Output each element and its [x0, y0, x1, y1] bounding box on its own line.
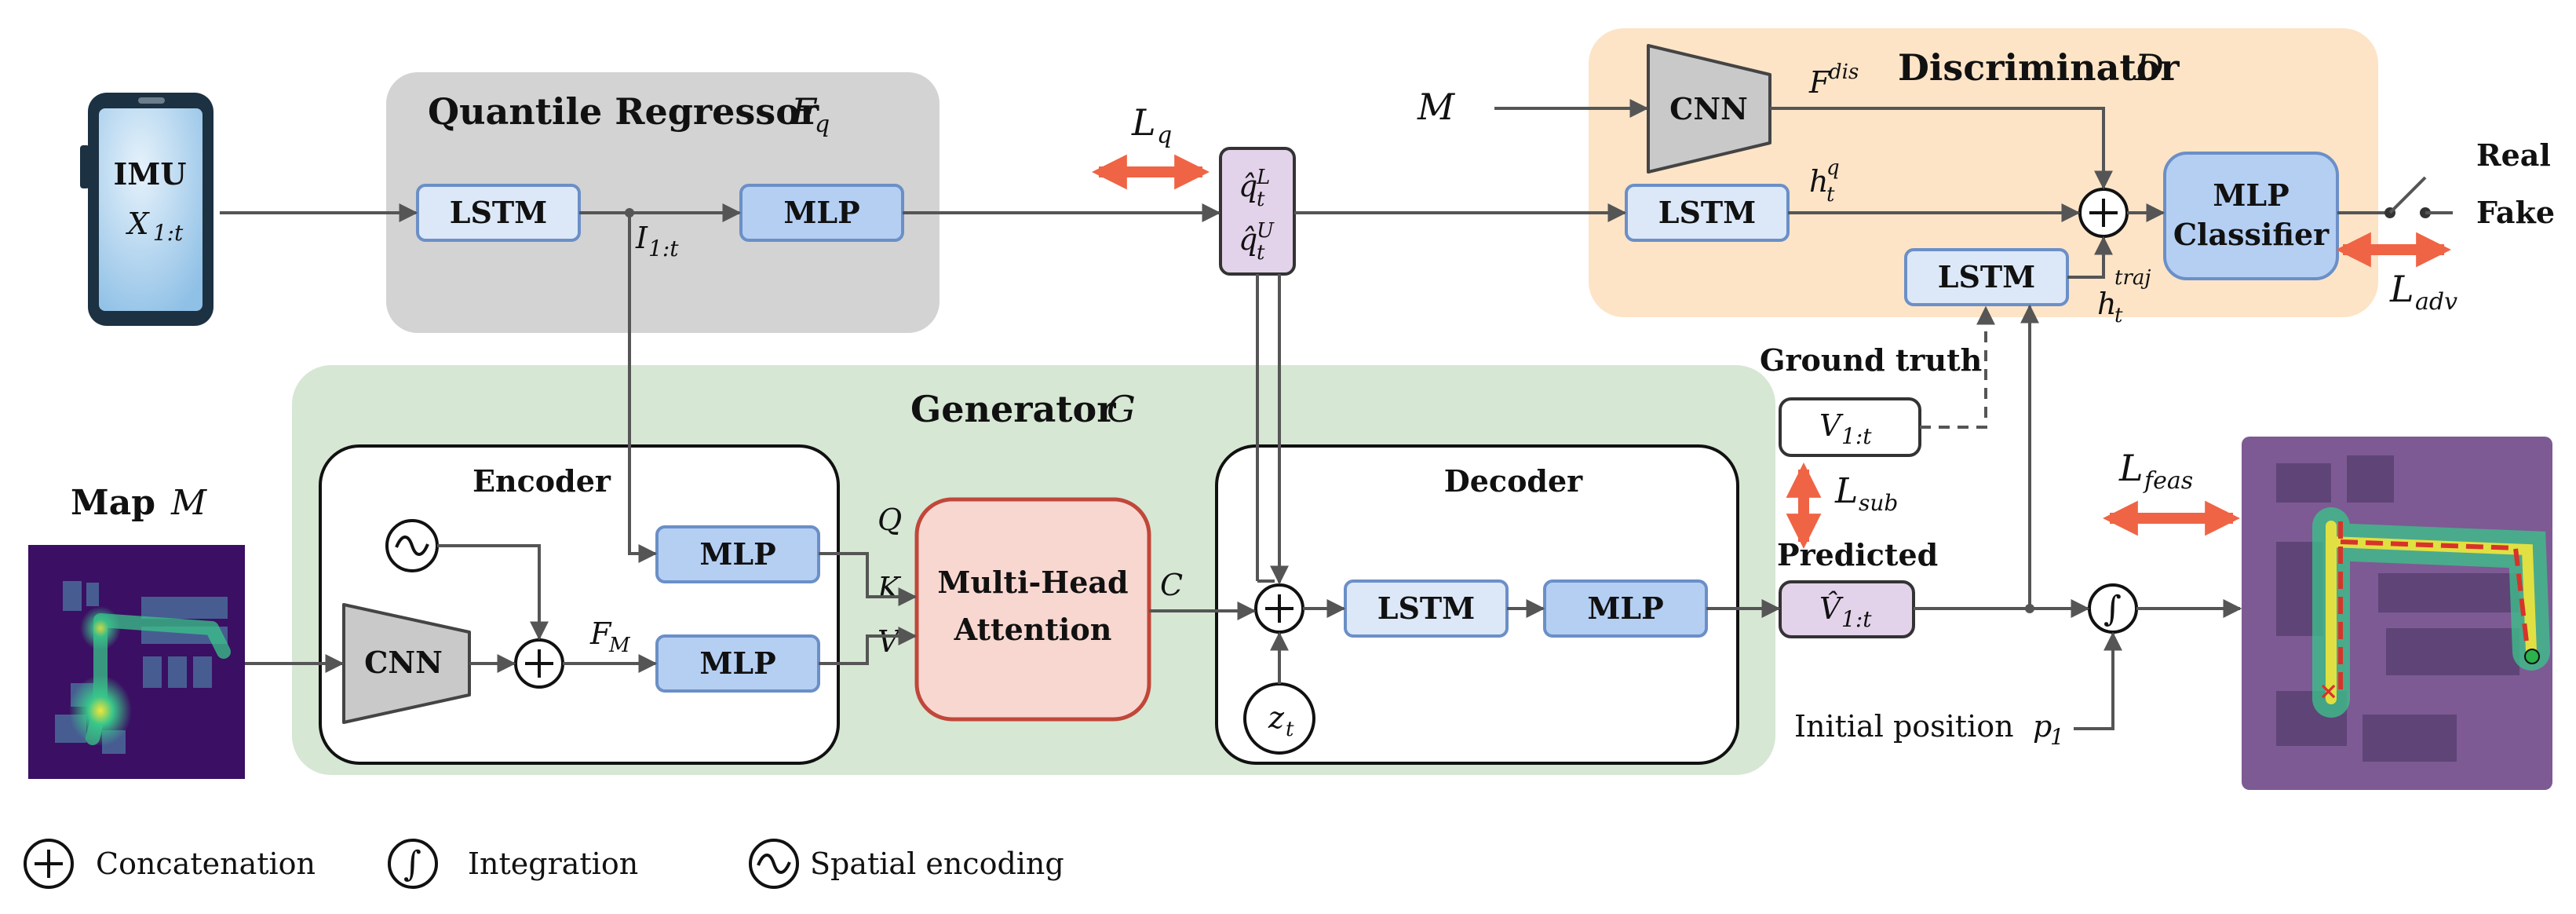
regressor-title: Quantile Regressor — [428, 90, 819, 133]
concat-icon — [24, 839, 74, 889]
encoder-cnn-label: CNN — [364, 645, 443, 680]
loss-adv-sub: adv — [2415, 288, 2457, 316]
key-symbol: K — [877, 571, 902, 605]
discriminator-symbol: D — [2134, 46, 2164, 89]
legend-wave-icon — [749, 839, 799, 889]
encoder-concat-icon — [514, 638, 564, 689]
predicted-sub: 1:t — [1841, 606, 1872, 632]
integration-icon: ∫ — [2088, 583, 2138, 634]
integral-icon: ∫ — [388, 839, 438, 889]
mlp-classifier-line2: Classifier — [2173, 217, 2330, 252]
disc-map-symbol: M — [1417, 86, 1456, 128]
context-symbol: C — [1160, 568, 1183, 602]
hq-sup: q — [1826, 156, 1840, 180]
decoder-title: Decoder — [1444, 463, 1583, 499]
svg-text:×: × — [2319, 678, 2338, 705]
loss-feas-symbol: L — [2118, 447, 2144, 489]
encoder-cnn-shape — [342, 603, 471, 724]
query-symbol: Q — [878, 503, 902, 537]
quantile-low-sup: L — [1256, 166, 1270, 189]
loss-sub-symbol: L — [1834, 471, 1858, 511]
attention-line1: Multi-Head — [937, 565, 1128, 600]
map-image — [28, 545, 245, 779]
disc-cnn-shape — [1647, 44, 1771, 174]
quantile-up: q̂ — [1239, 222, 1257, 257]
attention-box — [914, 497, 1151, 722]
quantile-low-sub: t — [1257, 188, 1265, 211]
ground-truth-label: Ground truth — [1760, 342, 1982, 378]
encoder-mlp-bottom-label: MLP — [699, 645, 775, 681]
fdis-symbol: F — [1808, 65, 1831, 100]
value-symbol: V — [878, 624, 902, 659]
noise-sub: t — [1286, 718, 1294, 741]
feature-index: 1:t — [648, 236, 679, 261]
encoder-mlp-top-label: MLP — [699, 536, 775, 572]
encoder-title: Encoder — [473, 463, 611, 499]
branch-dot-regressor — [625, 208, 634, 218]
imu-title: IMU — [114, 156, 187, 192]
regressor-panel — [386, 72, 940, 333]
initial-position-var: p — [2033, 709, 2052, 744]
noise-symbol: z — [1268, 700, 1285, 735]
connectors — [220, 99, 2242, 730]
disc-lstm-traj-label: LSTM — [1938, 259, 2036, 294]
htraj-symbol: h — [2097, 287, 2116, 321]
loss-sub-sub: sub — [1859, 490, 1898, 516]
map-symbol: M — [170, 483, 207, 523]
decoder-concat-icon — [1254, 583, 1304, 634]
output-map-image: × — [2242, 437, 2552, 790]
disc-cnn-label: CNN — [1669, 91, 1748, 126]
loss-q-symbol: L — [1131, 101, 1156, 144]
imu-symbol: X — [125, 207, 150, 241]
decoder-lstm-label: LSTM — [1377, 590, 1476, 626]
real-label: Real — [2476, 137, 2551, 173]
attention-line2: Attention — [954, 612, 1112, 647]
legend-spatial-label: Spatial encoding — [810, 846, 1064, 881]
loss-adv-symbol: L — [2389, 268, 2414, 310]
initial-position-label: Initial position — [1794, 709, 2014, 744]
svg-text:∫: ∫ — [2103, 589, 2122, 629]
ground-truth-var: V — [1819, 408, 1844, 443]
htraj-sup: traj — [2114, 266, 2151, 290]
quantile-up-sub: t — [1257, 241, 1265, 265]
quantile-up-sup: U — [1257, 219, 1275, 243]
wave-icon — [385, 519, 439, 572]
phone-icon — [80, 93, 213, 326]
svg-text:∫: ∫ — [403, 844, 421, 884]
hq-symbol: h — [1809, 164, 1828, 199]
loss-q-sub: q — [1157, 122, 1172, 149]
switch-icon — [2337, 176, 2453, 218]
feature-symbol: I — [635, 221, 648, 255]
htraj-sub: t — [2114, 304, 2123, 327]
legend-integration-label: Integration — [468, 846, 638, 881]
fm-sub: M — [608, 634, 631, 657]
regressor-lstm-label: LSTM — [450, 195, 548, 230]
mlp-classifier-line1: MLP — [2213, 177, 2289, 213]
fm-symbol: F — [589, 616, 612, 651]
regressor-symbol-sub: q — [815, 111, 830, 138]
generator-title: Generator — [910, 388, 1116, 430]
generator-symbol: G — [1107, 388, 1136, 430]
predicted-var: V̂ — [1819, 591, 1844, 626]
regressor-mlp-label: MLP — [783, 195, 859, 230]
fdis-sup: dis — [1829, 60, 1859, 84]
mlp-classifier-box — [2163, 152, 2339, 280]
hq-sub: t — [1826, 183, 1835, 207]
decoder-mlp-label: MLP — [1587, 590, 1663, 626]
initial-position-sub: 1 — [2050, 724, 2064, 750]
legend-concat-label: Concatenation — [96, 846, 316, 881]
disc-lstm-q-label: LSTM — [1658, 195, 1757, 230]
quantile-low: q̂ — [1239, 169, 1257, 203]
regressor-symbol: F — [790, 90, 818, 133]
loss-feas-sub: feas — [2143, 467, 2193, 495]
map-title: Map — [71, 483, 155, 523]
branch-dot-predicted — [2025, 604, 2034, 613]
discriminator-title: Discriminator — [1898, 46, 2180, 89]
ground-truth-sub: 1:t — [1841, 423, 1872, 449]
fake-label: Fake — [2476, 195, 2555, 230]
disc-concat-icon — [2078, 188, 2129, 238]
predicted-label: Predicted — [1777, 537, 1938, 572]
imu-index: 1:t — [153, 220, 184, 246]
